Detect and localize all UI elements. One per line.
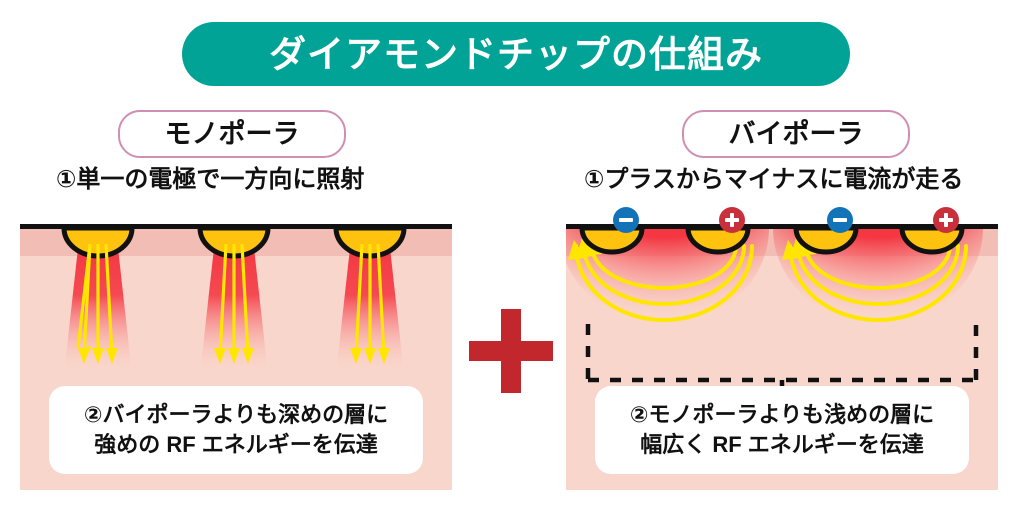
monopolar-energy-graphics: [61, 228, 407, 374]
electrode-dome-1: [579, 228, 645, 255]
monopolar-step1: ①単一の電極で一方向に照射: [56, 166, 365, 193]
skin-surface-line-right: [566, 224, 998, 229]
minus-icon: [833, 218, 847, 222]
electrode-dome-4: [899, 228, 965, 255]
polarity-badge-plus-2: [933, 207, 959, 233]
current-arcs-1: [574, 244, 754, 322]
bipolar-caption-line1: ②モノポーラよりも浅めの層に: [629, 402, 935, 428]
bipolar-step1: ①プラスからマイナスに電流が走る: [584, 166, 964, 193]
electrode-dome-2: [685, 228, 751, 255]
polarity-badge-plus-1: [719, 207, 745, 233]
current-arcs-2: [788, 244, 968, 322]
plus-vertical-bar: [501, 309, 521, 393]
electrode-dome-3: [793, 228, 859, 255]
downward-arrows: [76, 243, 386, 357]
monopolar-caption-line1: ②バイポーラよりも深めの層に: [83, 402, 389, 428]
bipolar-caption-card: ②モノポーラよりも浅めの層に 幅広く RF エネルギーを伝達: [595, 386, 969, 474]
bipolar-caption-line2: 幅広く RF エネルギーを伝達: [640, 432, 924, 457]
skin-surface-line-left: [20, 224, 452, 229]
monopolar-caption-card: ②バイポーラよりも深めの層に 強めの RF エネルギーを伝達: [49, 386, 423, 474]
section-head-monopolar: モノポーラ: [118, 110, 346, 158]
bipolar-energy-graphics: [566, 228, 983, 424]
electrode-dome-2: [197, 228, 271, 259]
minus-icon: [619, 218, 633, 222]
title-pill: ダイアモンドチップの仕組み: [182, 22, 850, 86]
downward-arrowheads: [78, 348, 390, 364]
section-head-monopolar-label: モノポーラ: [164, 118, 300, 149]
electrode-dome-1: [61, 228, 135, 259]
monopolar-skin-diagram: [20, 228, 452, 490]
polarity-badge-minus-1: [613, 207, 639, 233]
page-title: ダイアモンドチップの仕組み: [269, 33, 763, 75]
polarity-badge-minus-2: [827, 207, 853, 233]
section-head-bipolar-label: バイポーラ: [728, 118, 864, 149]
monopolar-caption-line2: 強めの RF エネルギーを伝達: [94, 432, 378, 457]
section-head-bipolar: バイポーラ: [682, 110, 910, 158]
center-plus-symbol: [469, 309, 553, 393]
electrode-dome-3: [333, 228, 407, 259]
plus-icon-vertical: [730, 213, 734, 227]
plus-icon-vertical: [944, 213, 948, 227]
